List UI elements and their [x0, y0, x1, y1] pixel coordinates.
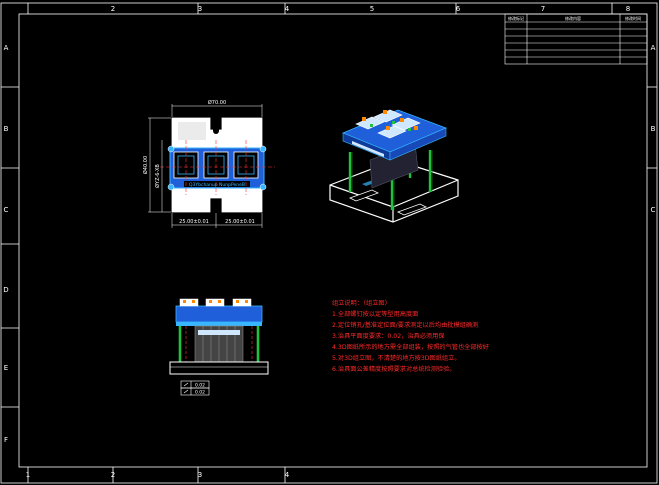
col-label-bottom-3: 3 [198, 471, 202, 479]
notes-line-6: 6.治具面公差精度按照要求对总统检测验验。 [332, 365, 455, 373]
front-view-base [169, 361, 269, 375]
row-label-left-c: C [4, 206, 9, 214]
revision-header-content: 修改内容 [565, 15, 581, 21]
isometric-view [329, 109, 459, 223]
notes-line-4: 4.3D图纸所示的地方需全部组装，按照的气管也全部按好 [332, 343, 489, 351]
top-view-bottom-right-dim: 25.00±0.01 [225, 219, 255, 225]
iso-sockets [355, 109, 421, 139]
notes-line-2: 2.定位销孔/基准定位面/要求测定以后均由批模组确测 [332, 321, 478, 329]
top-view-left-dim: ØYZ-6-XB [154, 164, 161, 188]
notes-line-3: 3.治具平面度要求：0.02，治具必须用保 [332, 332, 445, 340]
row-label-right-c: C [651, 206, 656, 214]
front-view-posts [178, 326, 260, 362]
top-view-bottom-left-dim: 25.00±0.01 [179, 219, 209, 225]
top-view-width-dim: Ø70.00 [208, 99, 226, 106]
notes-line-1: 1.全部螺钉按以定等型用高度面 [332, 310, 418, 318]
revision-header-date: 修改时间 [625, 15, 641, 21]
assembly-notes: 组立说明：（组立图） 1.全部螺钉按以定等型用高度面 2.定位销孔/基准定位面/… [332, 299, 489, 373]
col-label-top-8: 8 [626, 5, 630, 13]
front-view-surface-symbol: 0.02 [195, 383, 205, 389]
col-label-top-7: 7 [541, 5, 545, 13]
row-label-left-d: D [3, 286, 8, 294]
col-label-top-2: 2 [111, 5, 115, 13]
col-label-top-5: 5 [370, 5, 374, 13]
notes-title: 组立说明：（组立图） [332, 299, 391, 307]
col-label-bottom-2: 2 [111, 471, 115, 479]
col-label-top-4: 4 [285, 5, 290, 13]
notes-line-5: 5.对3D组立图，不清楚的地方按3D图纸组立。 [332, 354, 461, 362]
revision-header-mark: 修改标记 [508, 15, 524, 21]
top-view-label-strip: Q3Ybchanup NunpPeneB [189, 182, 245, 188]
col-label-top-3: 3 [198, 5, 202, 13]
row-label-left-a: A [4, 44, 9, 52]
row-label-right-a: A [651, 44, 656, 52]
front-view-top-plate [175, 305, 263, 323]
col-label-bottom-1: 1 [26, 471, 30, 479]
row-label-left-e: E [4, 364, 8, 372]
front-view-flatness-symbol: 0.02 [195, 390, 205, 396]
row-label-left-b: B [4, 125, 9, 133]
col-label-top-6: 6 [456, 5, 461, 13]
revision-block [504, 13, 648, 65]
row-label-left-f: F [4, 436, 8, 444]
frame-labels: 2 3 4 5 6 7 8 1 2 3 4 A B C D E F A B C [3, 5, 655, 479]
top-view-height-dim: Ø40.00 [142, 156, 149, 174]
row-label-right-b: B [651, 125, 656, 133]
top-view: Q3Ybchanup NunpPeneB Ø70.00 Ø40.00 ØYZ-6… [142, 99, 275, 228]
col-label-bottom-4: 4 [285, 471, 290, 479]
front-view: 0.02 0.02 [169, 298, 269, 396]
